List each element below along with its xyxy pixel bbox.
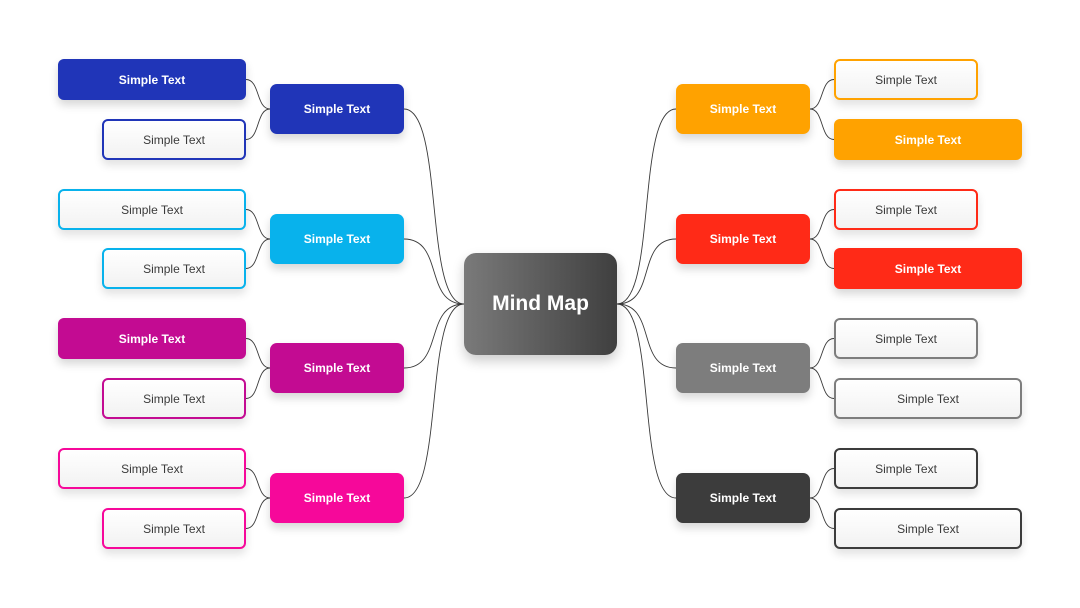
connector-center-to-right-branch-3 [616, 303, 677, 369]
connector-right-branch-3-child-1 [809, 338, 835, 369]
right-branch-4[interactable]: Simple Text [676, 473, 810, 523]
connector-left-branch-2-child-1 [245, 209, 271, 240]
connector-left-branch-4-child-2 [245, 497, 271, 529]
right-branch-3-child-1[interactable]: Simple Text [834, 318, 978, 359]
left-branch-1-child-1[interactable]: Simple Text [58, 59, 246, 100]
left-branch-4[interactable]: Simple Text [270, 473, 404, 523]
left-branch-2-child-1[interactable]: Simple Text [58, 189, 246, 230]
right-branch-3[interactable]: Simple Text [676, 343, 810, 393]
connector-right-branch-2-child-2 [809, 238, 835, 269]
right-branch-2-child-1[interactable]: Simple Text [834, 189, 978, 230]
connector-center-to-left-branch-3 [403, 303, 465, 369]
left-branch-1-child-2[interactable]: Simple Text [102, 119, 246, 160]
connector-right-branch-1-child-2 [809, 108, 835, 140]
right-branch-1-child-1[interactable]: Simple Text [834, 59, 978, 100]
connector-right-branch-2-child-1 [809, 209, 835, 240]
connector-left-branch-1-child-1 [245, 79, 271, 110]
connector-center-to-left-branch-1 [403, 108, 465, 305]
right-branch-2-child-2[interactable]: Simple Text [834, 248, 1022, 289]
connector-center-to-left-branch-4 [403, 303, 465, 499]
connector-right-branch-3-child-2 [809, 367, 835, 399]
right-branch-2[interactable]: Simple Text [676, 214, 810, 264]
left-branch-2[interactable]: Simple Text [270, 214, 404, 264]
connector-left-branch-3-child-1 [245, 338, 271, 369]
right-branch-4-child-2[interactable]: Simple Text [834, 508, 1022, 549]
connector-left-branch-2-child-2 [245, 238, 271, 269]
connector-left-branch-1-child-2 [245, 108, 271, 140]
connector-right-branch-4-child-2 [809, 497, 835, 529]
left-branch-4-child-2[interactable]: Simple Text [102, 508, 246, 549]
left-branch-2-child-2[interactable]: Simple Text [102, 248, 246, 289]
right-branch-1-child-2[interactable]: Simple Text [834, 119, 1022, 160]
connector-center-to-right-branch-1 [616, 108, 677, 305]
left-branch-3-child-1[interactable]: Simple Text [58, 318, 246, 359]
right-branch-3-child-2[interactable]: Simple Text [834, 378, 1022, 419]
connector-right-branch-4-child-1 [809, 468, 835, 499]
connector-left-branch-3-child-2 [245, 367, 271, 399]
connector-center-to-left-branch-2 [403, 238, 465, 305]
left-branch-3-child-2[interactable]: Simple Text [102, 378, 246, 419]
connector-center-to-right-branch-4 [616, 303, 677, 499]
connector-right-branch-1-child-1 [809, 79, 835, 110]
left-branch-4-child-1[interactable]: Simple Text [58, 448, 246, 489]
central-topic[interactable]: Mind Map [464, 253, 617, 355]
left-branch-1[interactable]: Simple Text [270, 84, 404, 134]
connector-left-branch-4-child-1 [245, 468, 271, 499]
right-branch-1[interactable]: Simple Text [676, 84, 810, 134]
right-branch-4-child-1[interactable]: Simple Text [834, 448, 978, 489]
connector-center-to-right-branch-2 [616, 238, 677, 305]
left-branch-3[interactable]: Simple Text [270, 343, 404, 393]
